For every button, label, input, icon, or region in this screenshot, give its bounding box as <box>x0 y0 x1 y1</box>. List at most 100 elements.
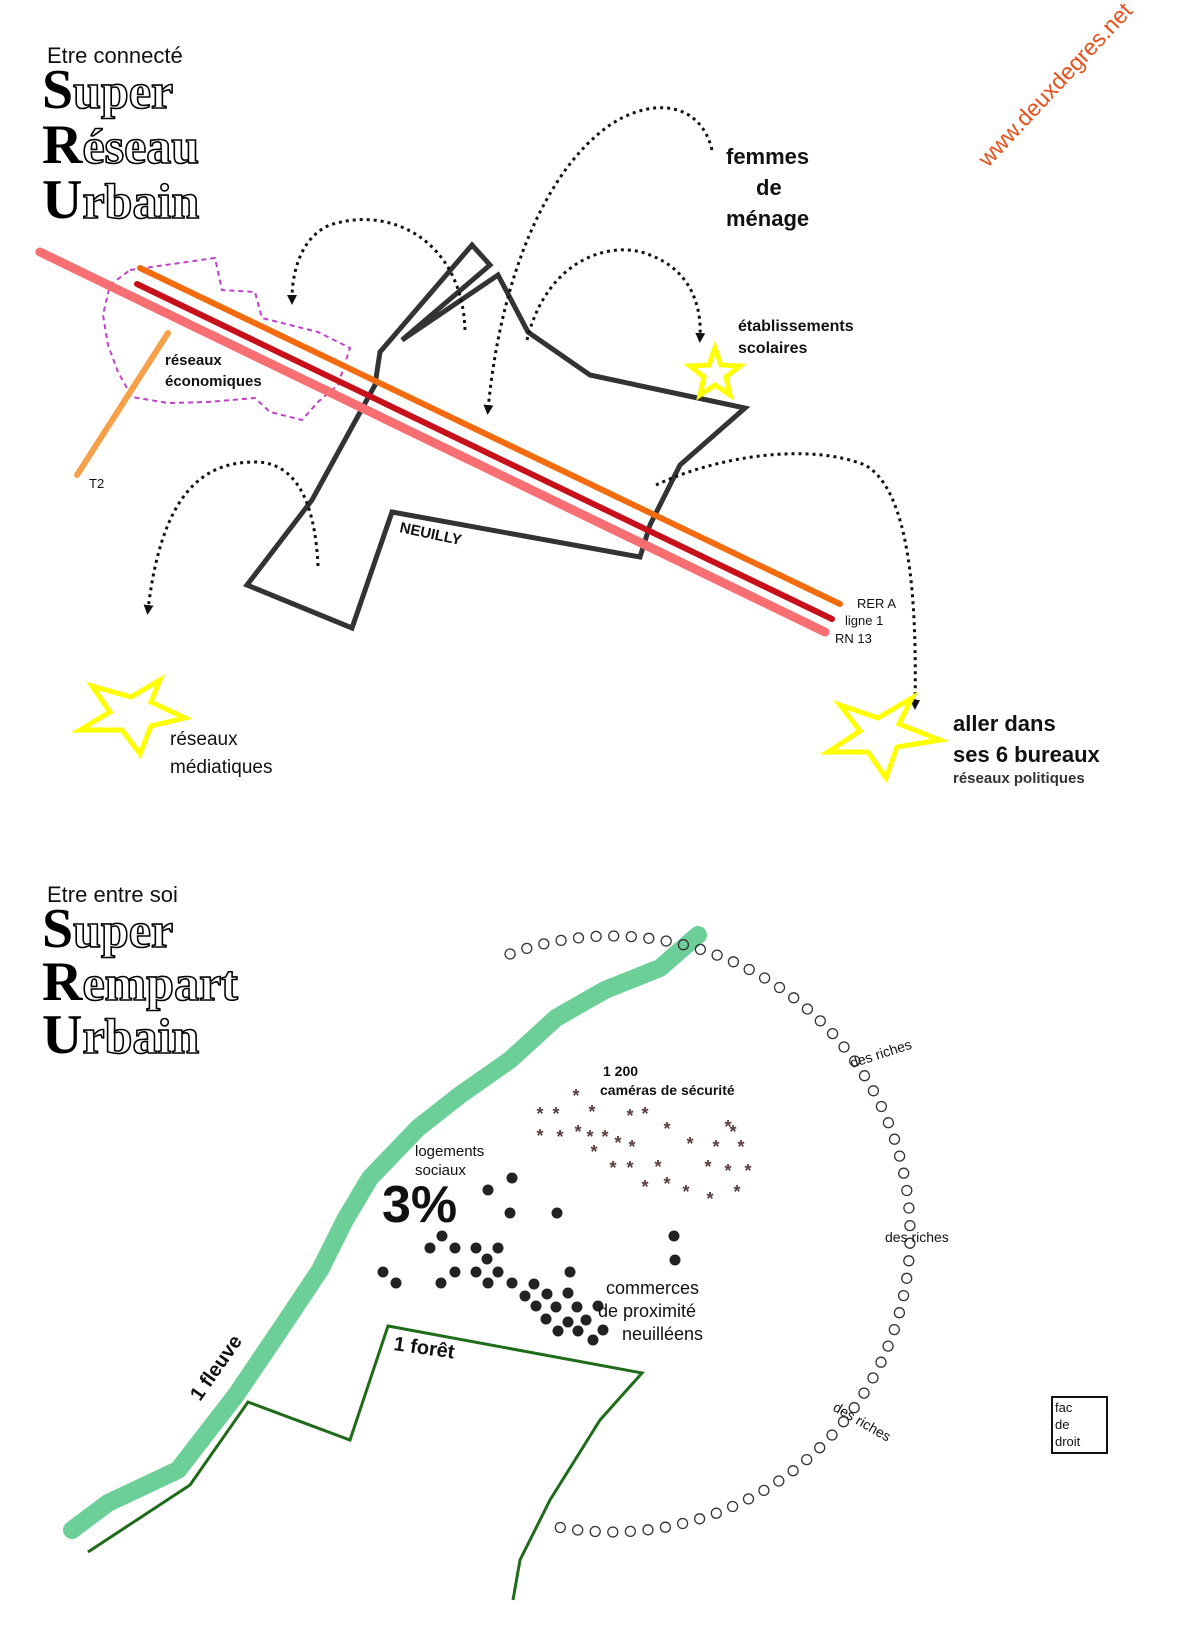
label-six-bureaux: ses 6 bureaux <box>953 742 1101 767</box>
camera-mark: * <box>590 1142 597 1162</box>
ring-circle <box>625 930 637 943</box>
title1-rest-uper: uper <box>73 63 173 119</box>
housing-shop-dot <box>506 1172 518 1184</box>
housing-shop-dot <box>424 1242 436 1254</box>
label-reseaux-politiques: réseaux politiques <box>953 770 1085 787</box>
label-mediatiques: médiatiques <box>170 757 272 778</box>
camera-mark: * <box>737 1137 744 1157</box>
title2-initial-r: R <box>42 951 83 1013</box>
ring-circle <box>521 942 533 955</box>
camera-mark: * <box>712 1137 719 1157</box>
ring-circle <box>572 932 585 944</box>
ring-circle <box>607 1526 619 1538</box>
section1-subtitle: Etre connecté <box>47 43 183 68</box>
ring-circle <box>826 1429 838 1441</box>
title2-rest-rbain: rbain <box>82 1008 199 1064</box>
label-reseaux-eco: réseaux <box>165 352 222 369</box>
ring-circle <box>555 934 567 947</box>
label-etablissements: établissements <box>738 318 854 335</box>
label-scolaires: scolaires <box>738 340 807 357</box>
arrow-femmes-menage-center <box>483 106 714 415</box>
ring-circle <box>882 1340 894 1352</box>
camera-mark: * <box>724 1117 731 1137</box>
ring-circle <box>643 932 655 944</box>
label-femmes: femmes <box>726 144 809 169</box>
ring-circle <box>903 1255 915 1267</box>
ring-circle <box>849 1055 861 1067</box>
label-des-riches-1: des riches <box>848 1036 914 1071</box>
ring-circle <box>758 1484 770 1497</box>
housing-shop-dot <box>540 1313 552 1325</box>
svg-text:Super: Super <box>42 59 173 121</box>
camera-mark: * <box>729 1122 736 1142</box>
label-sociaux: sociaux <box>415 1162 466 1179</box>
housing-shop-dot <box>550 1301 562 1313</box>
housing-shop-dot <box>530 1300 542 1312</box>
ring-circle <box>898 1167 910 1179</box>
svg-text:Rempart: Rempart <box>42 951 238 1013</box>
title2-rest-uper: uper <box>73 902 173 958</box>
ring-circle <box>773 981 786 994</box>
ring-circle <box>897 1289 910 1302</box>
housing-shop-dot <box>481 1253 493 1265</box>
housing-shop-dot <box>669 1254 681 1266</box>
housing-shop-dot <box>668 1230 680 1242</box>
housing-shop-dot <box>552 1325 564 1337</box>
ring-circle <box>711 949 723 961</box>
label-proximite: de proximité <box>598 1301 696 1321</box>
title1-initial-r: R <box>42 114 83 176</box>
camera-mark: * <box>572 1086 579 1106</box>
section1-title: Super Réseau Urbain <box>42 59 200 231</box>
website-link[interactable]: www.deuxdegres.net <box>972 0 1138 172</box>
housing-shop-dot <box>377 1266 389 1278</box>
ring-circle <box>504 948 516 960</box>
ring-circle <box>676 1517 689 1530</box>
camera-mark: * <box>706 1189 713 1209</box>
housing-shop-dot <box>587 1334 599 1346</box>
housing-shop-dot <box>470 1242 482 1254</box>
label-rer-a: RER A <box>857 596 896 611</box>
star-mediatiques-icon <box>70 674 193 760</box>
ring-circle <box>642 1524 654 1536</box>
label-commerces: commerces <box>606 1278 699 1298</box>
svg-text:Urbain: Urbain <box>42 1004 199 1066</box>
housing-shop-dot <box>571 1301 583 1313</box>
arrow-femmes-menage-left <box>287 218 467 331</box>
ring-des-riches <box>504 930 916 1538</box>
housing-shop-dot <box>597 1324 609 1336</box>
ring-circle <box>773 1475 785 1487</box>
title2-initial-s: S <box>42 898 73 960</box>
ring-circle <box>888 1133 901 1145</box>
cameras-cluster: ******************************* <box>536 1086 751 1209</box>
ring-circle <box>742 1493 755 1505</box>
label-droit: droit <box>1055 1434 1081 1449</box>
ring-circle <box>893 1150 906 1162</box>
ring-circle <box>858 1070 871 1082</box>
camera-mark: * <box>588 1102 595 1122</box>
ring-circle <box>758 972 771 984</box>
rn13-line <box>35 247 830 637</box>
ring-circle <box>801 1453 813 1466</box>
ring-circle <box>554 1521 566 1534</box>
camera-mark: * <box>686 1134 693 1154</box>
ring-circle <box>814 1015 826 1027</box>
ring-circle <box>788 992 800 1004</box>
arrow-reseaux-mediatiques <box>143 460 320 615</box>
camera-mark: * <box>744 1161 751 1181</box>
housing-shop-dot <box>562 1287 574 1299</box>
camera-mark: * <box>654 1157 661 1177</box>
ring-circle <box>727 956 740 968</box>
camera-mark: * <box>536 1126 543 1146</box>
housing-shop-dot <box>541 1288 553 1300</box>
ring-circle <box>826 1027 839 1040</box>
ring-circle <box>903 1202 915 1214</box>
ring-circle <box>904 1237 916 1249</box>
ring-circle <box>743 963 755 976</box>
arrow-etablissements <box>525 248 706 343</box>
svg-text:Urbain: Urbain <box>42 169 199 231</box>
ring-circle <box>660 935 672 947</box>
ring-circle <box>659 1521 672 1533</box>
housing-shop-dot <box>482 1277 494 1289</box>
camera-mark: * <box>626 1158 633 1178</box>
title1-initial-s: S <box>42 59 73 121</box>
